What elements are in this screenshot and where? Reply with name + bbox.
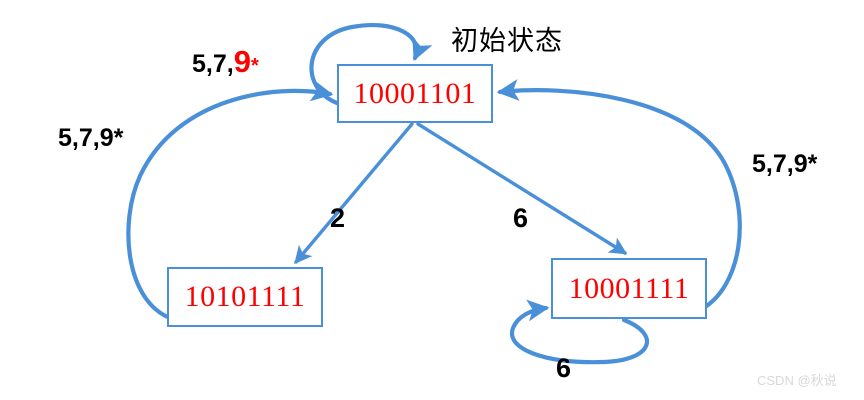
state-node-initial[interactable]: 10001101 xyxy=(337,64,493,123)
edge-left-to-top xyxy=(126,79,334,321)
edge-label-loop-top-digit: 9 xyxy=(233,44,251,79)
initial-state-annotation: 初始状态 xyxy=(451,26,563,56)
edge-top-to-right xyxy=(416,122,628,255)
edge-right-to-top xyxy=(496,79,742,313)
state-node-left[interactable]: 10101111 xyxy=(167,267,323,327)
edge-label-right-to-top: 5,7,9* xyxy=(752,150,818,178)
edge-label-loop-right: 6 xyxy=(556,353,572,383)
edge-label-top-to-left: 2 xyxy=(330,203,346,233)
edge-label-top-to-right: 6 xyxy=(513,203,529,233)
edge-label-left-to-top: 5,7,9* xyxy=(58,124,124,152)
edge-top-to-left xyxy=(294,122,414,265)
edge-label-loop-top-prefix: 5,7, xyxy=(192,50,234,78)
watermark: CSDN @秋说 xyxy=(757,373,837,388)
state-node-right[interactable]: 10001111 xyxy=(551,258,707,319)
edge-loop-right xyxy=(509,299,649,365)
edge-label-loop-top: 5,7,9* xyxy=(192,46,259,77)
edge-label-loop-top-star: * xyxy=(250,55,259,77)
